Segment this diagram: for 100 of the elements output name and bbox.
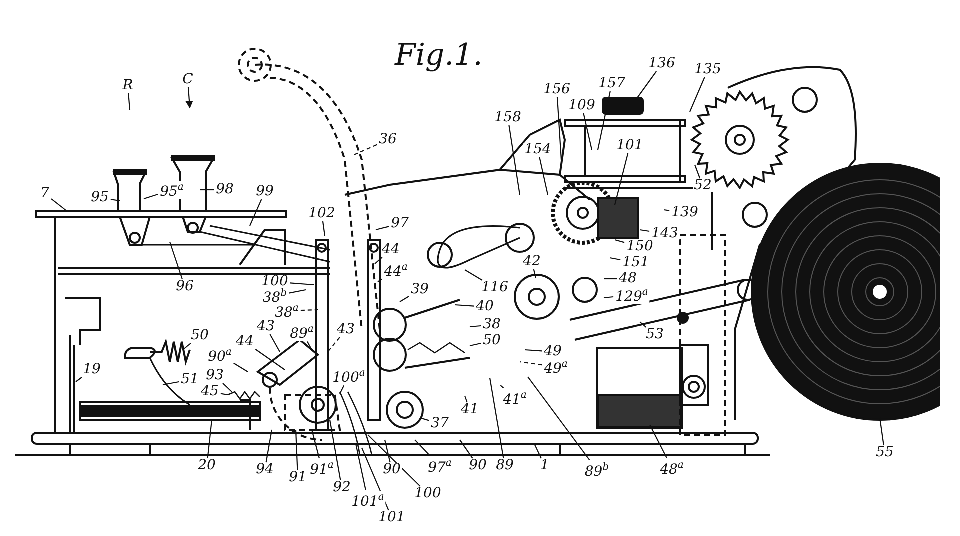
callout-number: 136: [648, 58, 676, 70]
leader-line: [250, 199, 262, 226]
leader-line: [376, 226, 390, 231]
callout-number: 42: [522, 256, 542, 268]
leader-line: [307, 342, 312, 350]
leader-line: [470, 342, 482, 347]
callout-number: 48: [618, 272, 638, 286]
leader-line: [162, 381, 180, 386]
leader-line: [640, 322, 647, 328]
leader-line: [76, 377, 82, 382]
leader-line: [378, 278, 382, 282]
callout-number: 38$^{a}$: [274, 302, 300, 320]
callout-number: 52: [693, 180, 713, 192]
leader-line: [520, 361, 542, 366]
callout-number: 135: [694, 64, 722, 76]
leader-line: [328, 337, 340, 352]
leader-line: [604, 296, 614, 299]
callout-number: 100: [414, 488, 442, 500]
leader-line: [528, 376, 590, 461]
callout-number: 50: [190, 330, 210, 342]
leader-line: [144, 194, 158, 200]
leader-line: [690, 77, 706, 112]
leader-line: [182, 343, 192, 350]
leader-line: [300, 309, 318, 312]
leader-line: [614, 239, 625, 244]
callout-number: 45: [200, 386, 220, 398]
callout-number: 98: [215, 184, 235, 196]
callout-number: 95$^{a}$: [159, 181, 185, 199]
callout-number: C: [182, 74, 194, 86]
callout-number: 38$^{b}$: [262, 287, 288, 305]
leader-line: [464, 396, 468, 403]
callout-number: 97: [390, 218, 410, 230]
leader-line: [650, 424, 668, 458]
leader-line: [234, 362, 248, 372]
callout-number: 55: [875, 446, 895, 460]
leader-line: [640, 229, 650, 232]
callout-number: 43: [336, 324, 356, 336]
callout-number: 150: [626, 240, 654, 254]
leader-line: [454, 304, 474, 307]
callout-number: 157: [598, 78, 626, 90]
callout-number: 19: [82, 364, 102, 376]
callout-number: 20: [197, 460, 217, 472]
callout-number: 102: [308, 208, 336, 220]
leader-line: [374, 257, 383, 264]
leader-line: [597, 91, 611, 150]
callout-number: 92: [332, 482, 352, 494]
leader-line: [400, 296, 410, 302]
callout-number: 94: [255, 464, 275, 476]
callout-number: 158: [494, 112, 522, 124]
callout-number: 109: [568, 100, 596, 112]
leader-line: [464, 270, 483, 281]
leader-line: [222, 383, 232, 392]
leader-line: [614, 153, 629, 206]
callout-number: 90: [382, 464, 402, 476]
leader-line: [322, 221, 326, 236]
leader-line: [355, 444, 366, 490]
leader-line: [539, 157, 549, 196]
leader-line: [340, 386, 345, 394]
leader-line: [694, 164, 701, 179]
callout-number: 93: [205, 370, 225, 382]
callout-number: 49: [543, 346, 563, 358]
callout-number: 90: [468, 460, 488, 472]
leader-line: [524, 349, 542, 352]
callout-number: 89: [495, 460, 515, 472]
leader-line: [384, 440, 391, 463]
leader-line: [470, 325, 482, 328]
callout-number: 139: [670, 206, 700, 220]
callout-number: 43: [256, 320, 276, 334]
callout-number: 96: [175, 280, 195, 294]
callout-number: 100: [260, 276, 290, 288]
leader-line: [270, 334, 280, 352]
leader-line: [489, 378, 504, 459]
leader-line: [289, 289, 306, 294]
callout-number: 40: [475, 300, 495, 314]
leader-line: [110, 199, 120, 202]
leader-line: [329, 420, 342, 481]
leader-line: [556, 97, 563, 168]
leader-line: [266, 430, 273, 463]
callout-number: 53: [645, 328, 665, 342]
leader-line: [169, 242, 184, 280]
callout-number: 89$^{b}$: [584, 461, 610, 479]
leader-line: [128, 93, 131, 110]
figure-title: Fig.1.: [395, 38, 483, 73]
leader-line: [534, 444, 542, 459]
leader-line: [220, 393, 228, 396]
callout-number: 116: [480, 282, 510, 294]
callout-number: 154: [524, 144, 552, 156]
callout-number: 99: [255, 186, 275, 198]
leader-line: [368, 434, 421, 487]
leader-line: [51, 198, 68, 212]
leader-line: [295, 430, 298, 471]
leader-line: [583, 113, 593, 150]
leader-line: [420, 417, 430, 422]
callout-number: 37: [430, 418, 450, 430]
callout-number: 50: [482, 334, 502, 348]
leader-line: [200, 189, 214, 191]
callout-number: 7: [40, 188, 50, 200]
leader-line: [207, 420, 213, 459]
leader-line: [311, 430, 320, 458]
leader-arrow: [186, 87, 194, 109]
